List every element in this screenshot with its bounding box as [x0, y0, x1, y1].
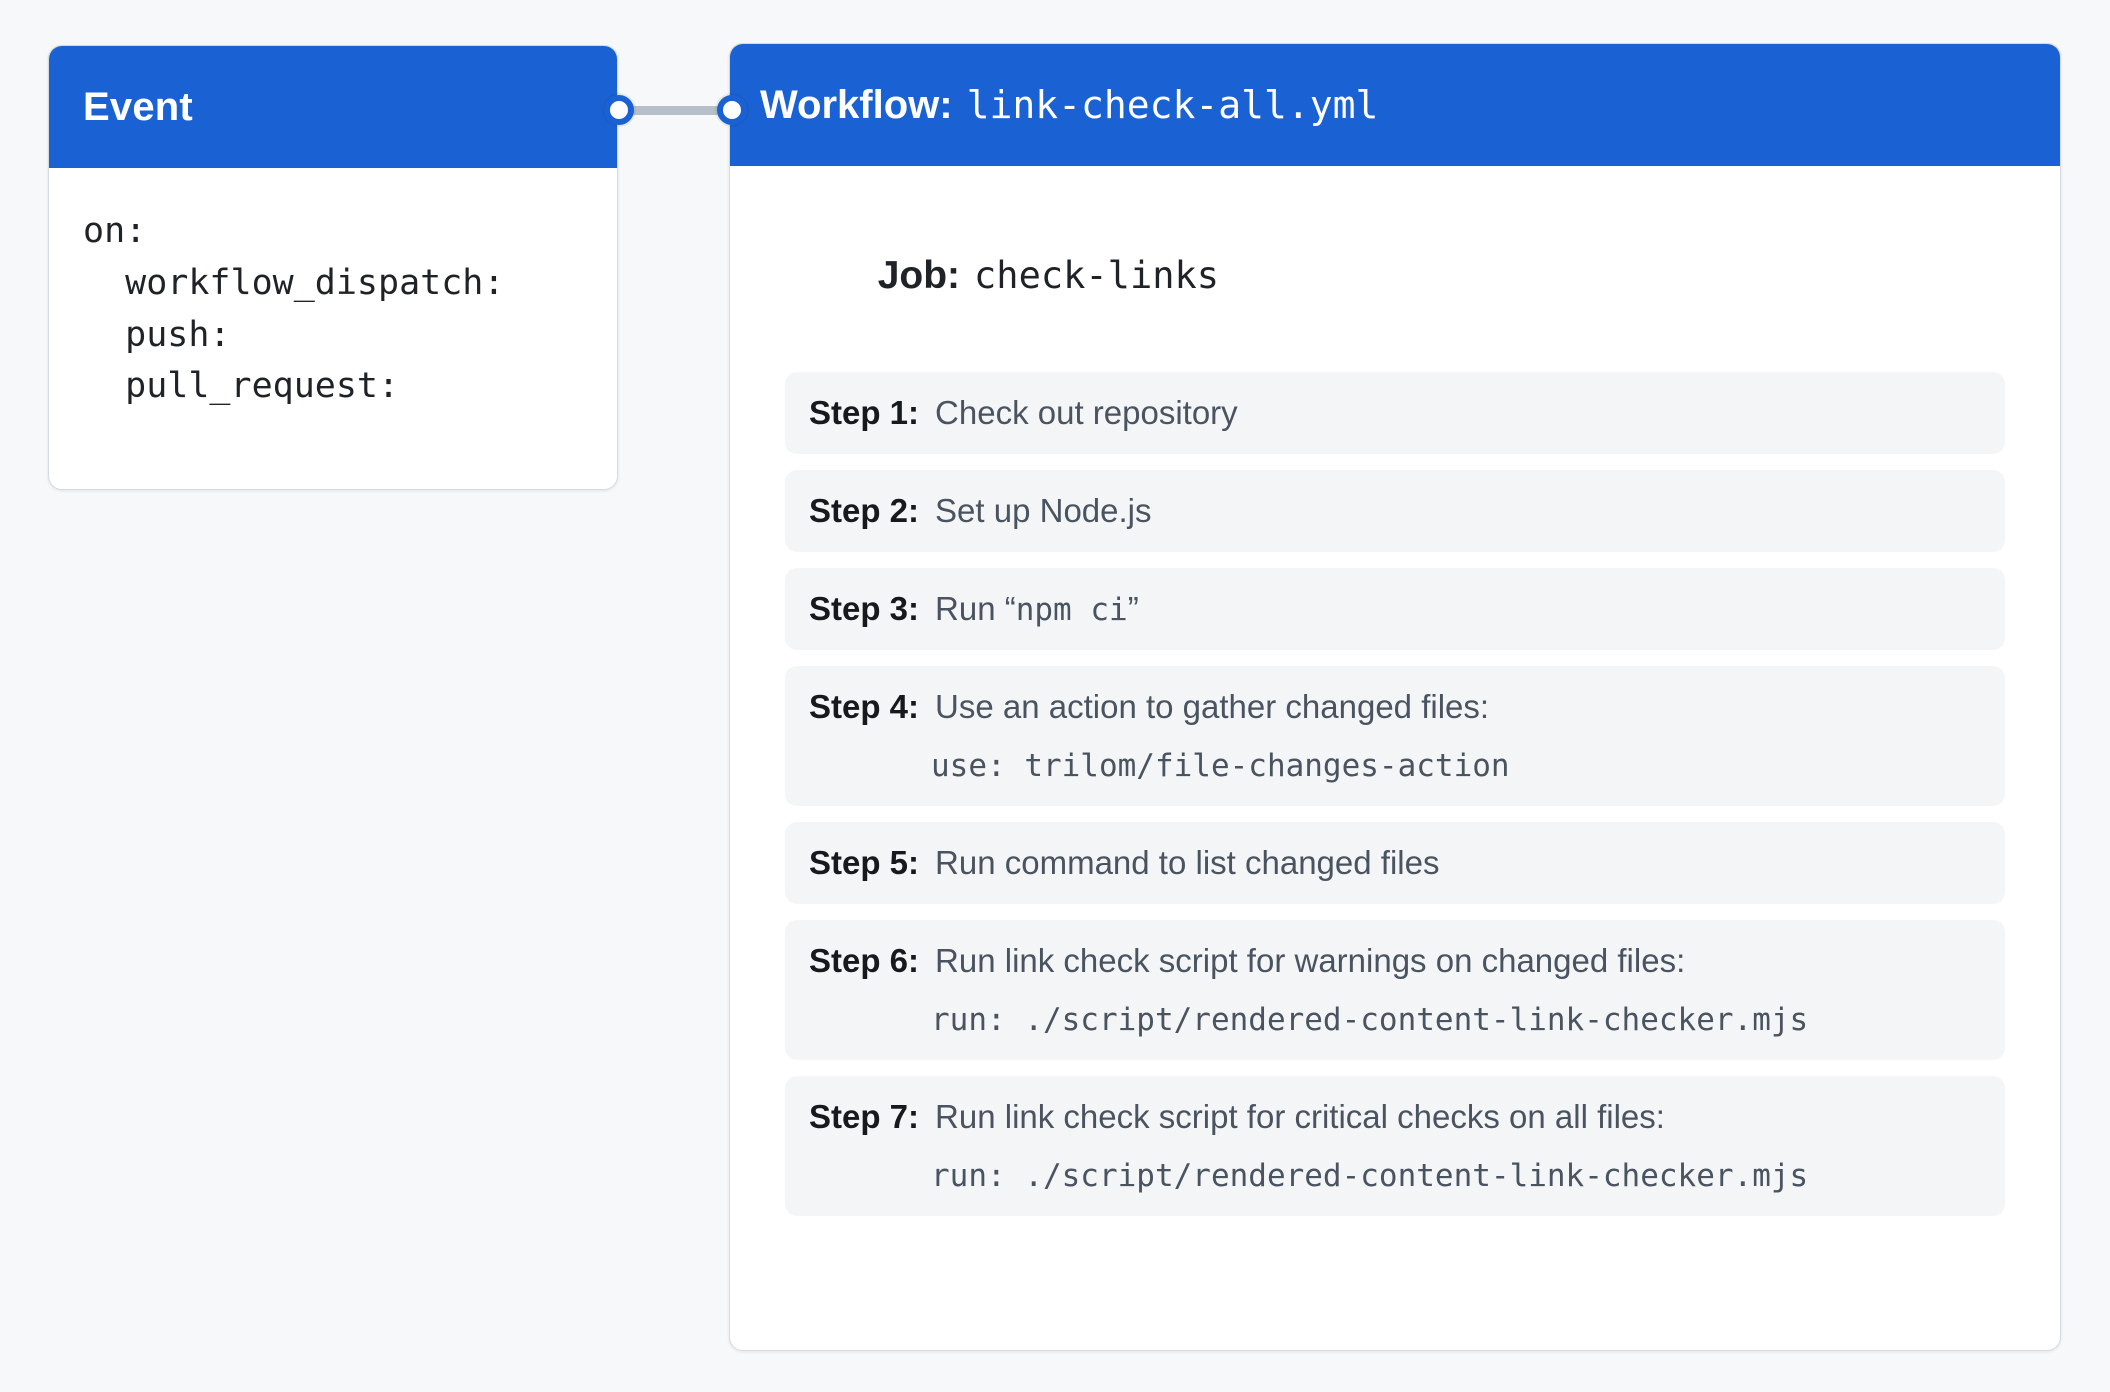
job-name: check-links: [974, 254, 1220, 297]
step-inline-code: npm ci: [1015, 592, 1128, 628]
step-text: Set up Node.js: [935, 492, 1152, 529]
step-text-prefix: Run “: [935, 590, 1016, 627]
workflow-input-port-icon[interactable]: [717, 95, 747, 125]
step-label: Step 5:: [809, 844, 920, 881]
step-label: Step 2:: [809, 492, 920, 529]
step-row[interactable]: Step 1: Check out repository: [785, 372, 2005, 454]
step-text: Run “npm ci”: [935, 590, 1139, 628]
yaml-line-on: on:: [83, 211, 147, 251]
yaml-line-workflow-dispatch: workflow_dispatch:: [83, 262, 505, 303]
event-card-title: Event: [83, 84, 193, 129]
yaml-line-pull-request: pull_request:: [83, 366, 400, 407]
event-output-port-icon[interactable]: [604, 95, 634, 125]
job-line: Job: check-links: [791, 210, 2005, 342]
event-card-header: Event: [49, 46, 617, 168]
step-detail: run: ./script/rendered-content-link-chec…: [931, 1158, 1809, 1194]
step-row[interactable]: Step 6: Run link check script for warnin…: [785, 920, 2005, 1060]
step-text: Run command to list changed files: [935, 844, 1440, 881]
step-text-suffix: ”: [1127, 590, 1139, 627]
step-text: Run link check script for critical check…: [935, 1098, 1665, 1135]
step-row[interactable]: Step 4: Use an action to gather changed …: [785, 666, 2005, 806]
step-label: Step 3:: [809, 590, 920, 627]
step-text: Use an action to gather changed files:: [935, 688, 1490, 725]
yaml-line-push: push:: [83, 314, 231, 355]
step-text: Run link check script for warnings on ch…: [935, 942, 1686, 979]
step-label: Step 1:: [809, 394, 920, 431]
step-row[interactable]: Step 5: Run command to list changed file…: [785, 822, 2005, 904]
connector-line: [614, 106, 730, 115]
job-label: Job:: [877, 254, 961, 297]
workflow-header-filename: link-check-all.yml: [966, 83, 1379, 127]
step-detail: run: ./script/rendered-content-link-chec…: [931, 1002, 1809, 1038]
step-row[interactable]: Step 3: Run “npm ci”: [785, 568, 2005, 650]
step-label: Step 6:: [809, 942, 920, 979]
workflow-header-label: Workflow:: [760, 82, 953, 127]
event-card-body: on: workflow_dispatch: push: pull_reques…: [49, 168, 617, 443]
step-label: Step 4:: [809, 688, 920, 725]
step-text: Check out repository: [935, 394, 1238, 431]
step-row[interactable]: Step 7: Run link check script for critic…: [785, 1076, 2005, 1216]
step-label: Step 7:: [809, 1098, 920, 1135]
workflow-card-header: Workflow: link-check-all.yml: [730, 44, 2060, 166]
event-card[interactable]: Event on: workflow_dispatch: push: pull_…: [48, 45, 618, 490]
step-list: Step 1: Check out repository Step 2: Set…: [785, 372, 2005, 1216]
step-detail: use: trilom/file-changes-action: [931, 748, 1510, 784]
workflow-card-body: Job: check-links Step 1: Check out reposi…: [730, 166, 2060, 1272]
workflow-card[interactable]: Workflow: link-check-all.yml Job: check-l…: [729, 43, 2061, 1351]
step-row[interactable]: Step 2: Set up Node.js: [785, 470, 2005, 552]
